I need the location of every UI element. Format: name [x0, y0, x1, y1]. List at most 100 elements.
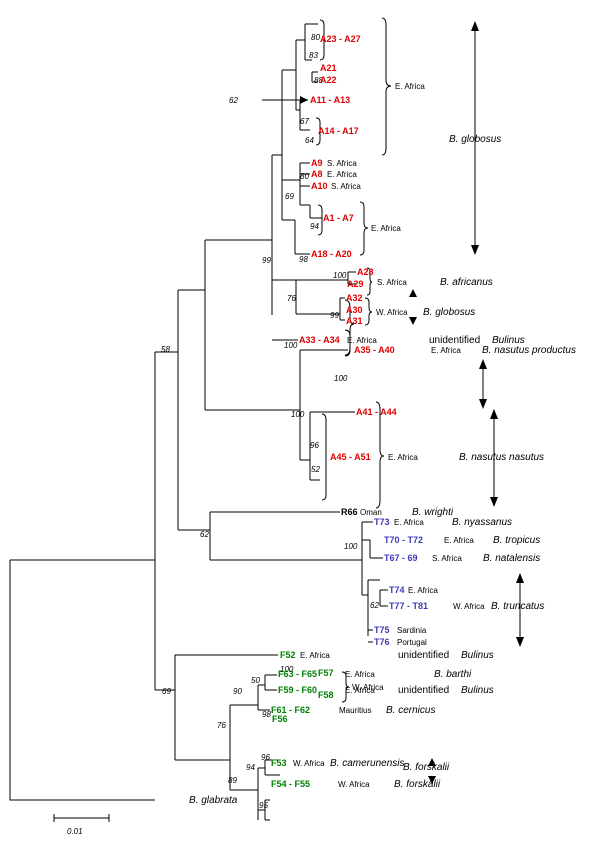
taxon-labels: A23 - A27 A21 A22 A11 - A13 A14 - A17 A9… [271, 34, 428, 789]
bootstrap-label: 58 [161, 345, 170, 354]
species-label: unidentified [398, 650, 449, 661]
bootstrap-label: 100 [291, 410, 305, 419]
bootstrap-label: 52 [311, 465, 320, 474]
species-label: B. forskalii [403, 762, 450, 773]
taxon-label: A21 [320, 63, 337, 73]
bootstrap-label: 96 [310, 441, 319, 450]
bootstrap-label: 94 [246, 763, 255, 772]
region-label: W. Africa [376, 308, 408, 317]
species-label: B. globosus [449, 134, 501, 145]
species-label: B. tropicus [493, 535, 540, 546]
taxon-label: A31 [346, 316, 363, 326]
bootstrap-label: 98 [262, 710, 271, 719]
scale-label: 0.01 [67, 827, 83, 836]
taxon-label: A1 - A7 [323, 213, 354, 223]
bootstrap-label: 89 [228, 776, 237, 785]
bootstrap-label: 69 [285, 192, 294, 201]
region-label: W. Africa [338, 780, 370, 789]
taxon-label: F53 [271, 758, 287, 768]
region-label: E. Africa [300, 651, 330, 660]
region-label: E. Africa [444, 536, 474, 545]
taxon-label: T77 - T81 [389, 601, 428, 611]
taxon-label: F57 [318, 668, 334, 678]
region-label: S. Africa [377, 278, 407, 287]
taxon-label: A11 - A13 [310, 95, 350, 105]
region-label: Oman [360, 508, 382, 517]
region-label: E. Africa [408, 586, 438, 595]
region-label: E. Africa [431, 346, 461, 355]
bootstrap-label: 94 [310, 222, 319, 231]
bootstrap-label: 99 [262, 256, 271, 265]
taxon-label: A10 [311, 181, 328, 191]
taxon-label: A22 [320, 75, 337, 85]
taxon-label: T76 [374, 637, 390, 647]
taxon-label: F61 - F62 [271, 705, 310, 715]
taxon-label: A18 - A20 [311, 249, 352, 259]
taxon-label: A41 - A44 [356, 407, 397, 417]
bootstrap-label: 96 [261, 753, 270, 762]
region-label: E. Africa [345, 686, 375, 695]
species-label: Bulinus [492, 335, 525, 346]
region-label: E. Africa [394, 518, 424, 527]
region-label: W. Africa [293, 759, 325, 768]
bootstrap-label: 76 [287, 294, 296, 303]
taxon-label: A30 [346, 305, 363, 315]
region-label: S. Africa [327, 159, 357, 168]
bootstrap-label: 100 [344, 542, 358, 551]
region-label: E. Africa [345, 670, 375, 679]
taxon-label: T74 [389, 585, 405, 595]
region-label: Mauritius [339, 706, 371, 715]
bootstrap-label: 80 [300, 172, 309, 181]
taxon-label: F56 [272, 714, 288, 724]
taxon-label: F59 - F60 [278, 685, 317, 695]
clade-braces [315, 17, 392, 703]
region-label: S. Africa [331, 182, 361, 191]
taxon-label: A32 [346, 293, 363, 303]
species-label: B. camerunensis [330, 758, 404, 769]
region-label: S. Africa [432, 554, 462, 563]
bootstrap-label: 69 [162, 687, 171, 696]
bootstrap-label: 100 [334, 374, 348, 383]
bootstrap-label: 76 [217, 721, 226, 730]
bootstrap-label: 62 [229, 96, 238, 105]
range-arrows [262, 21, 524, 784]
taxon-label: F52 [280, 650, 296, 660]
taxon-label: T73 [374, 517, 390, 527]
region-label: E. Africa [327, 170, 357, 179]
species-label: B. nyassanus [452, 517, 512, 528]
bootstrap-label: 99 [330, 311, 339, 320]
tree-branches [9, 23, 388, 821]
species-label: unidentified [398, 685, 449, 696]
bootstrap-label: 98 [299, 255, 308, 264]
species-label: unidentified [429, 335, 480, 346]
bootstrap-label: 64 [305, 136, 314, 145]
region-labels: E. Africa S. Africa E. Africa S. Africa … [293, 82, 485, 789]
scale-bar: 0.01 [53, 814, 110, 836]
species-label: B. nasutus productus [482, 345, 576, 356]
species-label: Bulinus [461, 650, 494, 661]
region-label: E. Africa [395, 82, 425, 91]
species-label: Bulinus [461, 685, 494, 696]
bootstrap-values: 80 83 88 62 67 64 80 69 94 98 99 100 76 … [161, 33, 379, 810]
species-label: B. forskalii [394, 779, 441, 790]
species-label: B. nasutus nasutus [459, 452, 544, 463]
taxon-label: A45 - A51 [330, 452, 371, 462]
bootstrap-label: 100 [333, 271, 347, 280]
taxon-label: T70 - T72 [384, 535, 423, 545]
bootstrap-label: 62 [370, 601, 379, 610]
species-label: B. glabrata [189, 795, 238, 806]
bootstrap-label: 100 [284, 341, 298, 350]
taxon-label: A14 - A17 [318, 126, 359, 136]
species-label: B. wrighti [412, 507, 454, 518]
taxon-label: A9 [311, 158, 323, 168]
taxon-label: A8 [311, 169, 323, 179]
region-label: E. Africa [388, 453, 418, 462]
region-label: W. Africa [453, 602, 485, 611]
species-label: B. cernicus [386, 705, 435, 716]
bootstrap-label: 83 [309, 51, 318, 60]
bootstrap-label: 50 [251, 676, 260, 685]
bootstrap-label: 100 [280, 665, 294, 674]
species-label: B. africanus [440, 277, 493, 288]
bootstrap-label: 62 [200, 530, 209, 539]
